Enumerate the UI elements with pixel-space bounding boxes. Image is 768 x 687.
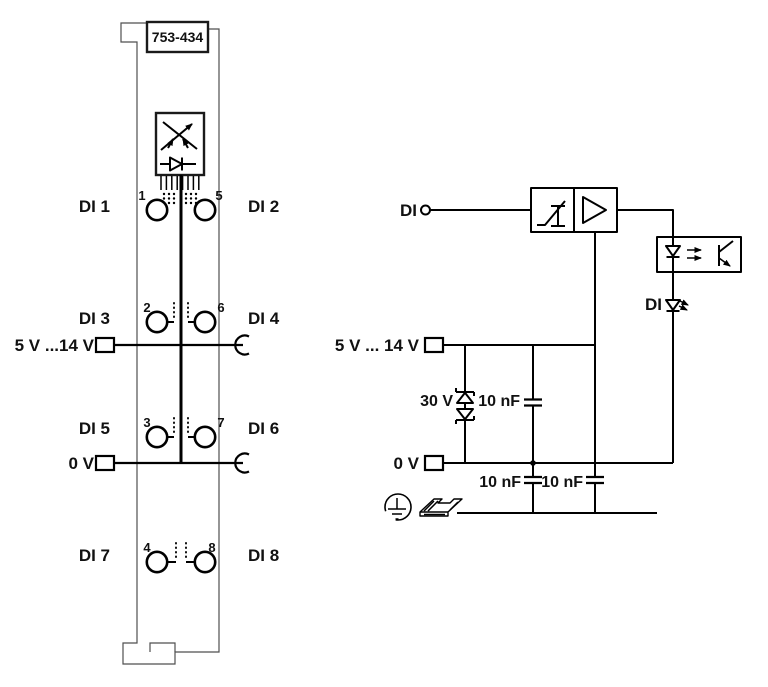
terminal-6 [193, 310, 217, 334]
channel-label-di5: DI 5 [79, 419, 110, 438]
current-limiter-amplifier-block [530, 187, 618, 233]
amplifier-icon [582, 196, 607, 224]
terminal-number-2: 2 [143, 300, 150, 315]
terminal-1 [145, 198, 169, 222]
terminal-number-3: 3 [143, 415, 150, 430]
module-ground-label: 0 V [68, 454, 94, 473]
ground-capacitor-2-label: 10 nF [541, 474, 583, 491]
channel-label-di2: DI 2 [248, 197, 279, 216]
module-ground-jumper-contact [234, 452, 250, 474]
terminal-2 [145, 310, 169, 334]
optocoupler-pictogram-icon [154, 111, 206, 177]
terminal-7 [193, 425, 217, 449]
module-outline [120, 22, 220, 665]
terminal-number-7: 7 [217, 415, 224, 430]
channel-label-di8: DI 8 [248, 546, 279, 565]
module-supply-jumper-contact [234, 334, 250, 356]
part-number-box [145, 20, 210, 54]
terminal-number-6: 6 [217, 300, 224, 315]
schematic-supply-label: 5 V ... 14 V [335, 336, 420, 355]
terminal-8 [193, 550, 217, 574]
schematic-supply-terminal [423, 336, 445, 354]
ground-capacitor-2-icon [586, 475, 604, 513]
status-led-label: DI [645, 295, 662, 314]
output-wire [617, 209, 674, 237]
din-rail-icon [419, 498, 463, 517]
channel-label-di6: DI 6 [248, 419, 279, 438]
ground-capacitor-1-icon [524, 463, 542, 513]
terminal-number-4: 4 [143, 540, 151, 555]
channel-label-di3: DI 3 [79, 309, 110, 328]
part-number: 753-434 [152, 29, 204, 45]
schematic-ground-terminal [423, 454, 445, 472]
module-supply-terminal [94, 336, 116, 354]
optocoupler-icon [656, 236, 742, 273]
terminal-3 [145, 425, 169, 449]
ground-capacitor-1-label: 10 nF [479, 474, 521, 491]
schematic-ground-label: 0 V [393, 454, 419, 473]
terminal-number-8: 8 [208, 540, 215, 555]
channel-label-di4: DI 4 [248, 309, 280, 328]
functional-earth-icon [384, 493, 412, 521]
channel-label-di7: DI 7 [79, 546, 110, 565]
status-led-icon [665, 299, 689, 312]
schematic-input-label: DI [400, 201, 417, 220]
terminal-number-1: 1 [138, 188, 145, 203]
terminal-number-5: 5 [215, 188, 222, 203]
terminal-5 [193, 198, 217, 222]
module-face: 753-434 [15, 20, 280, 665]
terminal-4 [145, 550, 169, 574]
module-foot-notch [149, 642, 176, 652]
input-terminal-circle [420, 204, 431, 216]
suppressor-value-label: 30 V [420, 393, 453, 410]
supply-capacitor-icon [524, 345, 542, 463]
suppressor-diode-icon [455, 345, 475, 463]
supply-capacitor-label: 10 nF [478, 393, 520, 410]
module-supply-label: 5 V ...14 V [15, 336, 95, 355]
input-schematic: DI [335, 187, 742, 521]
module-ground-terminal [94, 454, 116, 472]
channel-label-di1: DI 1 [79, 197, 110, 216]
